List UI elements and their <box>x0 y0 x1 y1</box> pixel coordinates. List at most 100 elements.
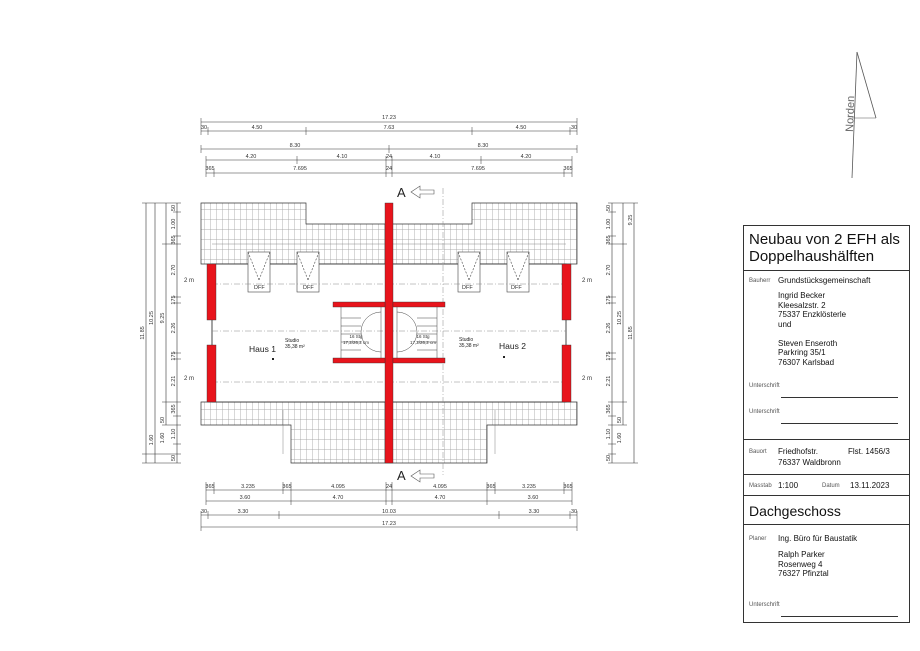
dormer-windows: DFF DFF DFF DFF <box>247 251 530 293</box>
dim-left-s11: 1.60 <box>160 433 166 444</box>
dimensions-bottom: 365 3.235 365 4.095 24 4.095 365 3.235 3… <box>200 482 578 531</box>
dim-bot-r2-3: 3.60 <box>528 495 539 501</box>
room-labels: Haus 1 Studio 35,38 m² Haus 2 Studio 35,… <box>249 337 526 360</box>
dim-top-r1-0: 30 <box>201 125 207 131</box>
stair-1-ratio: 17,2/26,2 cm <box>343 340 369 345</box>
dim-right-outer: 11.85 <box>628 326 634 339</box>
bauherr-name: Grundstücksgemeinschaft <box>778 276 871 285</box>
dim-right-s11: 1.60 <box>617 433 623 444</box>
title-block: Neubau von 2 EFH als Doppelhaushälften B… <box>743 225 910 623</box>
room-2-name: Studio <box>459 337 473 343</box>
section-markers: A A <box>397 185 435 483</box>
dim-top-r4-1: 7.695 <box>293 166 307 172</box>
room-2-area: 35,38 m² <box>459 343 479 349</box>
dim-top-r2-0: 8.30 <box>290 143 301 149</box>
dim-top-r3-2: 24 <box>386 154 392 160</box>
dim-top-r3-1: 4.10 <box>337 154 348 160</box>
dim-bot-r1-6: 365 <box>486 484 495 490</box>
signature-line-2 <box>781 423 898 424</box>
dim-bot-r2-1: 4.70 <box>333 495 344 501</box>
dim-left-s2: 365 <box>171 235 177 244</box>
stair-2-ratio: 17,2/26,2 cm <box>410 340 436 345</box>
dim-bot-r1-7: 3.235 <box>522 484 536 490</box>
dim-top-r4-0: 365 <box>205 166 214 172</box>
dim-right-s3: 2.70 <box>606 265 612 276</box>
dim-top-r1-1: 4.50 <box>252 125 263 131</box>
dim-right-s0: 50 <box>606 205 612 211</box>
height-mark-1: 2 m <box>184 278 194 284</box>
section-a-top: A <box>397 185 406 200</box>
dim-left-s4: 175 <box>171 295 177 304</box>
stair-2-steps: 16 Stg <box>416 334 430 339</box>
dim-top-r2-1: 8.30 <box>478 143 489 149</box>
dim-right-s5: 2.26 <box>606 323 612 334</box>
dim-left-s5: 2.26 <box>171 323 177 334</box>
planer-label: Planer <box>749 536 767 542</box>
dim-top-overall: 17.23 <box>382 115 396 121</box>
dim-left-s7: 2.21 <box>171 376 177 387</box>
dim-top-r1-2: 7.63 <box>384 125 395 131</box>
datum: 13.11.2023 <box>850 481 890 490</box>
dim-bot-r3-1: 3.30 <box>238 509 249 515</box>
dimensions-left: 11.85 10.25 9.25 50 1.00 365 2.70 175 2.… <box>140 202 181 464</box>
dim-left-s10: 1.10 <box>171 429 177 440</box>
sheet-title-section: Dachgeschoss <box>744 496 909 525</box>
stair-1-steps: 16 Stg <box>349 334 363 339</box>
dim-top-r1-4: 30 <box>571 125 577 131</box>
planer-text: Ralph Parker Rosenweg 4 76327 Pfinztal <box>778 550 829 578</box>
dim-bot-r3-2: 10.03 <box>382 509 396 515</box>
bauherr-text: Ingrid Becker Kleesalzstr. 2 75337 Enzkl… <box>778 291 847 367</box>
dim-top-r4-2: 24 <box>386 166 392 172</box>
dormer-label-4: DFF <box>511 285 522 291</box>
bauherr-label: Bauherr <box>749 278 771 284</box>
north-label: Norden <box>844 96 857 132</box>
flst: Flst. 1456/3 <box>848 447 890 456</box>
planer-name: Ing. Büro für Baustatik <box>778 534 858 543</box>
dim-right-s9: 50 <box>617 417 623 423</box>
datum-label: Datum <box>822 483 840 489</box>
height-mark-3: 2 m <box>582 278 592 284</box>
north-arrow: Norden <box>844 51 877 179</box>
dim-left-outer: 11.85 <box>140 326 146 339</box>
dim-right-s10: 1.10 <box>606 429 612 440</box>
dormer-label-1: DFF <box>254 285 265 291</box>
dim-left-inner: 9.25 <box>160 313 166 324</box>
room-1-house: Haus 1 <box>249 344 276 354</box>
dim-right-s12: 50 <box>606 455 612 461</box>
dim-left-s8: 365 <box>171 404 177 413</box>
dim-bot-r1-1: 3.235 <box>241 484 255 490</box>
dormer-label-2: DFF <box>303 285 314 291</box>
bauort-street: Friedhofstr. <box>778 447 819 456</box>
signature-line-1 <box>781 397 898 398</box>
dim-left-s3: 2.70 <box>171 265 177 276</box>
dim-right-mid: 10.25 <box>617 311 623 325</box>
dim-bot-r1-2: 365 <box>282 484 291 490</box>
dim-left-s0: 50 <box>171 205 177 211</box>
dim-bot-overall: 17.23 <box>382 521 396 527</box>
bauort-label: Bauort <box>749 449 767 455</box>
dim-right-s8: 365 <box>606 404 612 413</box>
dim-bot-r3-3: 3.30 <box>529 509 540 515</box>
section-a-bottom: A <box>397 468 406 483</box>
planer-section: Planer Ing. Büro für Baustatik Ralph Par… <box>744 525 909 623</box>
dim-bot-r1-8: 365 <box>563 484 572 490</box>
dim-left-s6: 175 <box>171 351 177 360</box>
bauherr-section: Bauherr Grundstücksgemeinschaft Ingrid B… <box>744 271 909 440</box>
dim-top-r4-3: 7.695 <box>471 166 485 172</box>
signature-label-2: Unterschrift <box>749 409 780 415</box>
signature-line-3 <box>781 616 898 617</box>
dim-right-s6: 175 <box>606 351 612 360</box>
height-mark-4: 2 m <box>582 376 592 382</box>
dimensions-top: 17.23 30 4.50 7.63 4.50 30 8.30 8.30 4.2… <box>200 115 578 177</box>
dim-left-s9: 50 <box>160 417 166 423</box>
dim-right-s2: 365 <box>606 235 612 244</box>
room-1-area: 35,38 m² <box>285 344 305 350</box>
dim-right-s4: 175 <box>606 295 612 304</box>
signature-label-3: Unterschrift <box>749 602 780 608</box>
dormer-label-3: DFF <box>462 285 473 291</box>
dim-right-s7: 2.21 <box>606 376 612 387</box>
dim-bot-r2-0: 3.60 <box>240 495 251 501</box>
room-2-house: Haus 2 <box>499 341 526 351</box>
dim-top-r1-3: 4.50 <box>516 125 527 131</box>
